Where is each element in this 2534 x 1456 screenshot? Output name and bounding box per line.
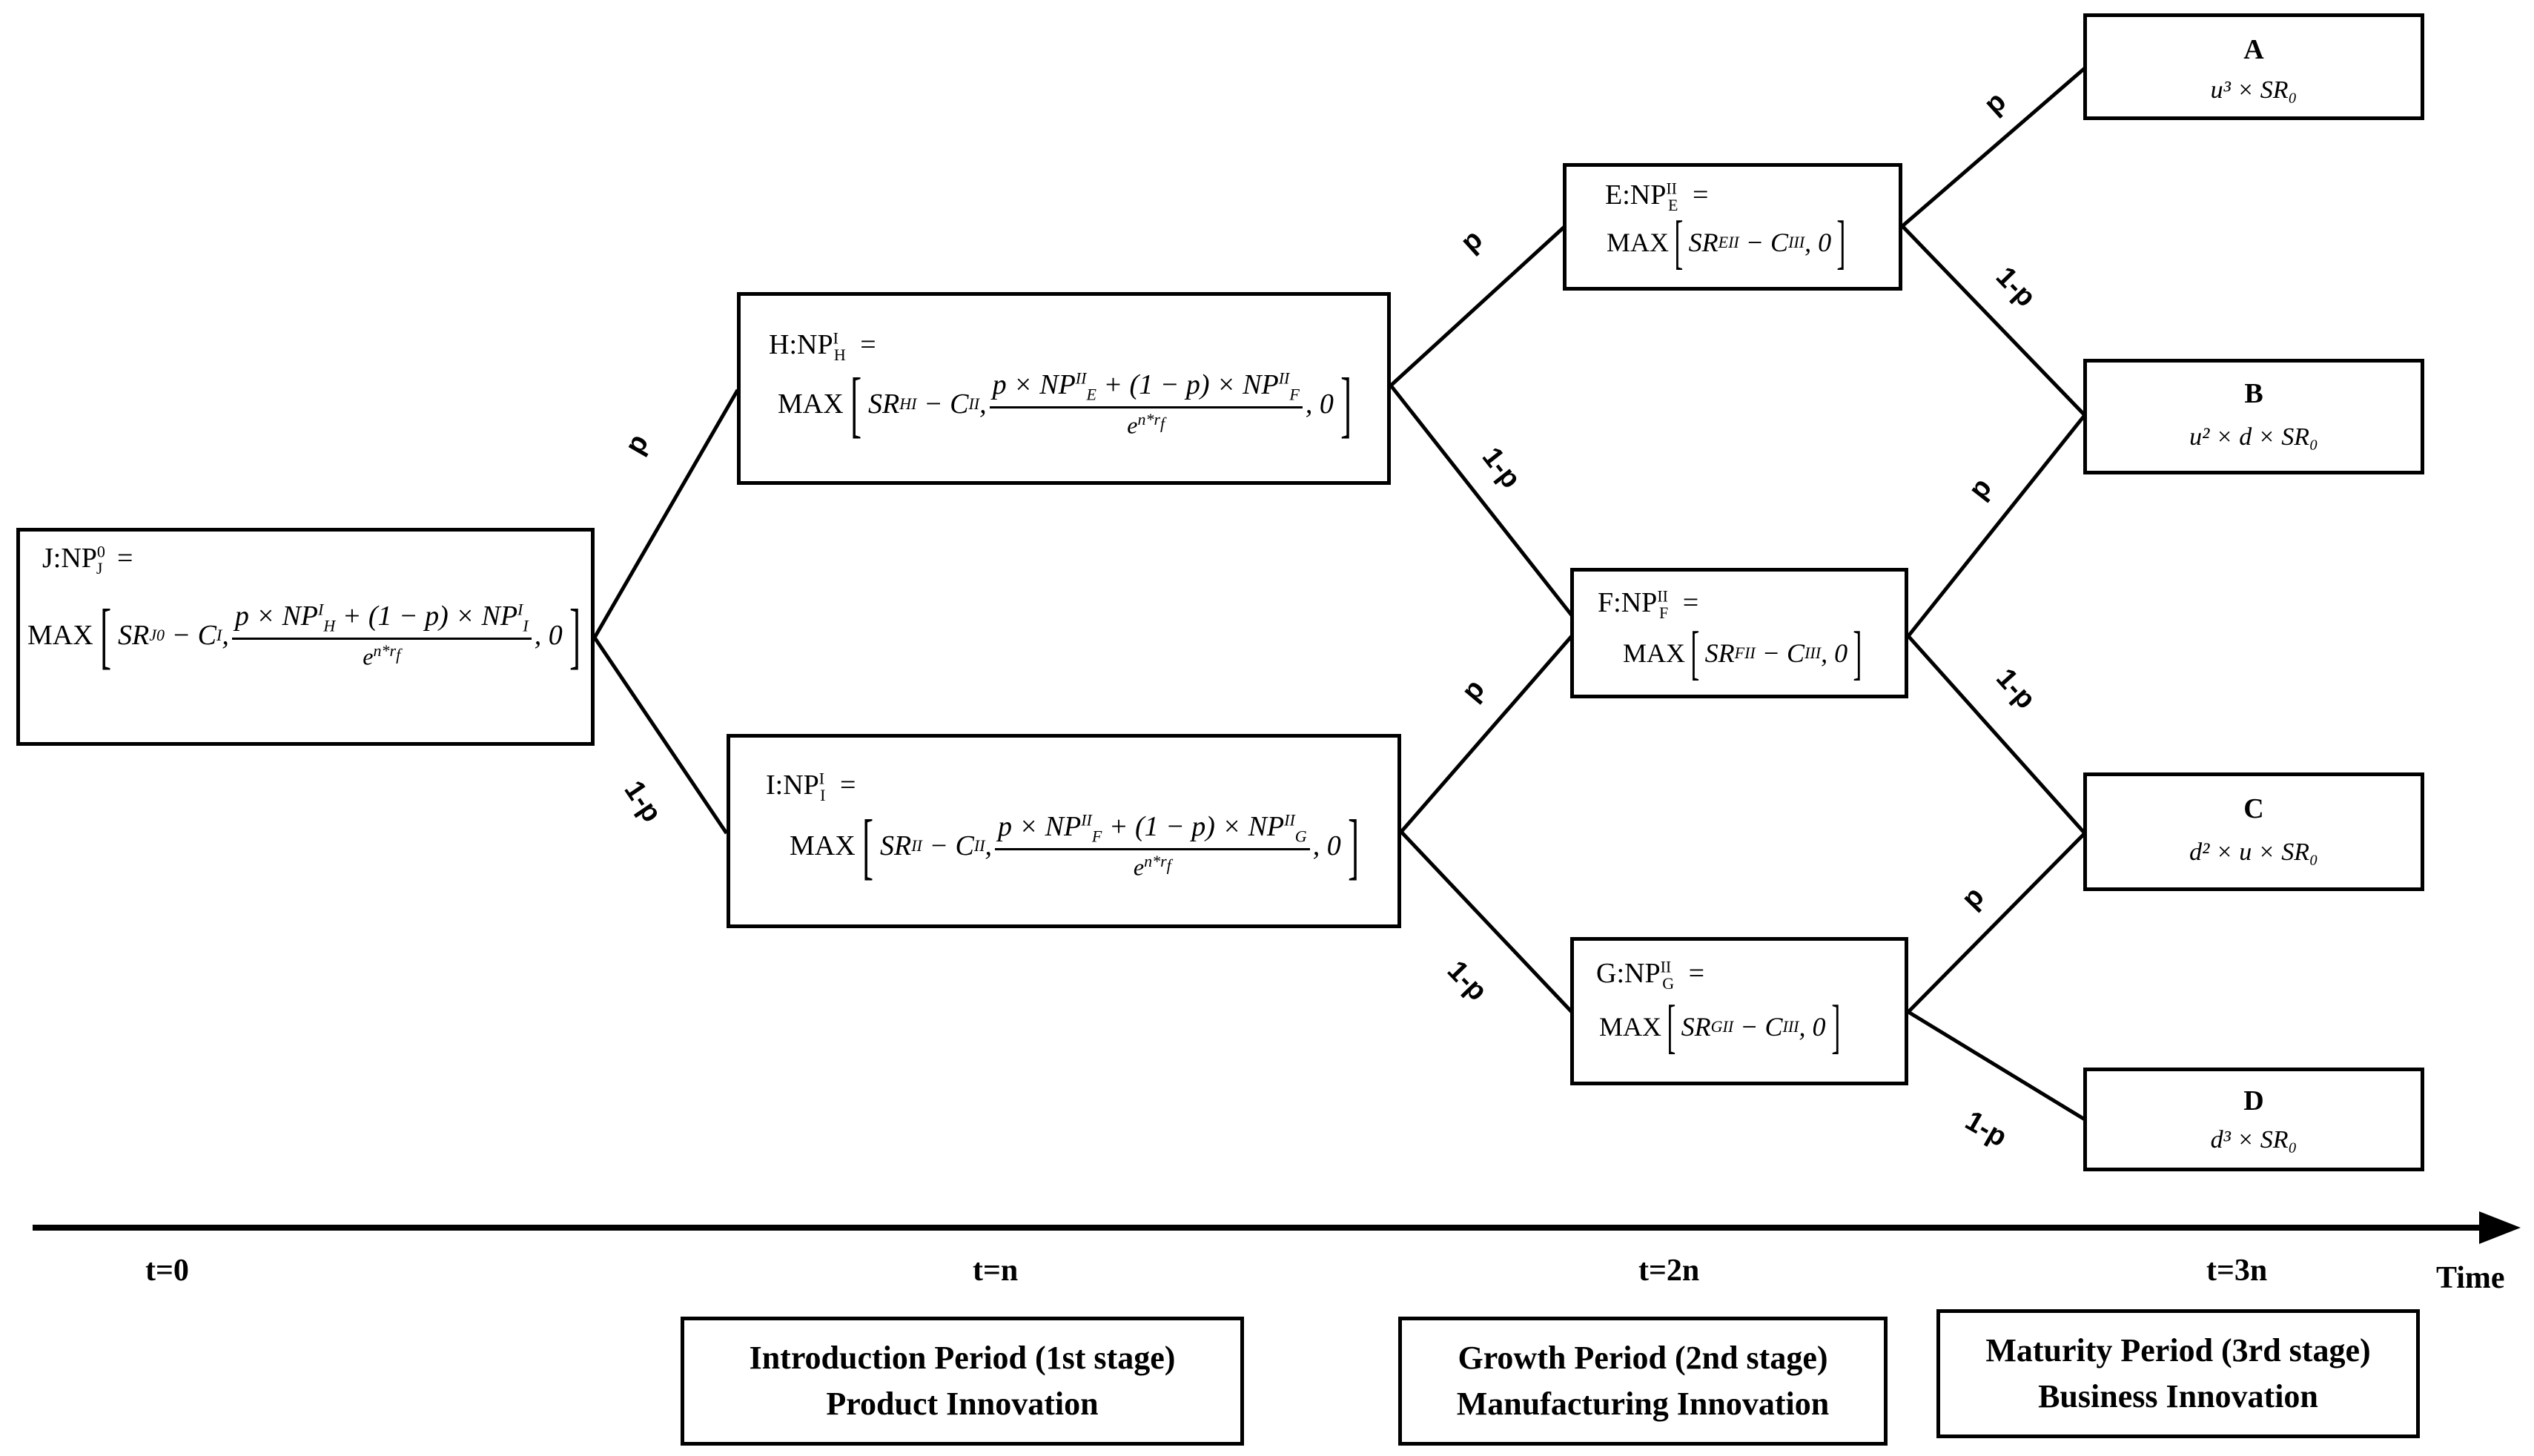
edge-f-b: [1907, 414, 2086, 638]
leaf-c-label: C: [2243, 793, 2264, 824]
leaf-a-formula: u³ × SR₀: [2210, 76, 2298, 104]
leaf-d-formula: d³ × SR₀: [2210, 1126, 2298, 1154]
time-label-t0: t=0: [145, 1254, 189, 1288]
leaf-c-formula: d² × u × SR₀: [2189, 838, 2318, 866]
period-maturity-subtitle: Business Innovation: [2038, 1378, 2318, 1414]
leaf-d: D d³ × SR₀: [2083, 1068, 2424, 1171]
period-maturity: Maturity Period (3rd stage) Business Inn…: [1936, 1309, 2420, 1438]
edge-j-h: [592, 388, 740, 639]
node-e-header: E:NPIIE =: [1605, 179, 1709, 214]
period-maturity-title: Maturity Period (3rd stage): [1985, 1332, 2371, 1369]
period-growth-subtitle: Manufacturing Innovation: [1456, 1386, 1830, 1422]
edge-e-a: [1901, 67, 2086, 228]
edge-h-f: [1389, 384, 1573, 617]
edge-i-f: [1400, 635, 1573, 833]
edge-i-g: [1400, 830, 1573, 1013]
time-label-t3n: t=3n: [2206, 1254, 2268, 1288]
edge-f-c: [1907, 635, 2086, 835]
edge-e-b: [1901, 225, 2086, 417]
leaf-a-label: A: [2243, 34, 2264, 65]
time-axis-label: Time: [2436, 1261, 2505, 1295]
time-label-t2n: t=2n: [1638, 1254, 1700, 1288]
leaf-b: B u² × d × SR₀: [2083, 359, 2424, 474]
leaf-d-label: D: [2243, 1085, 2264, 1116]
node-j-header: J:NP0J =: [42, 542, 133, 578]
edge-g-d: [1907, 1010, 2086, 1122]
edge-h-e: [1389, 225, 1566, 387]
period-growth: Growth Period (2nd stage) Manufacturing …: [1398, 1317, 1888, 1446]
edge-j-i: [592, 636, 729, 835]
period-introduction-title: Introduction Period (1st stage): [749, 1340, 1176, 1376]
leaf-b-label: B: [2244, 378, 2263, 409]
node-f-header: F:NPIIF =: [1598, 586, 1699, 622]
leaf-c: C d² × u × SR₀: [2083, 772, 2424, 891]
node-h-header: H:NPIH =: [769, 328, 876, 364]
period-growth-title: Growth Period (2nd stage): [1458, 1340, 1828, 1376]
node-g-header: G:NPIIG =: [1596, 957, 1705, 993]
node-i-header: I:NPII =: [766, 769, 856, 804]
time-label-tn: t=n: [973, 1254, 1019, 1288]
leaf-a: A u³ × SR₀: [2083, 13, 2424, 120]
leaf-b-formula: u² × d × SR₀: [2189, 423, 2318, 451]
time-axis-arrowhead: [2479, 1211, 2521, 1244]
period-introduction: Introduction Period (1st stage) Product …: [681, 1317, 1244, 1446]
period-introduction-subtitle: Product Innovation: [826, 1386, 1099, 1422]
edge-g-c: [1907, 832, 2086, 1013]
